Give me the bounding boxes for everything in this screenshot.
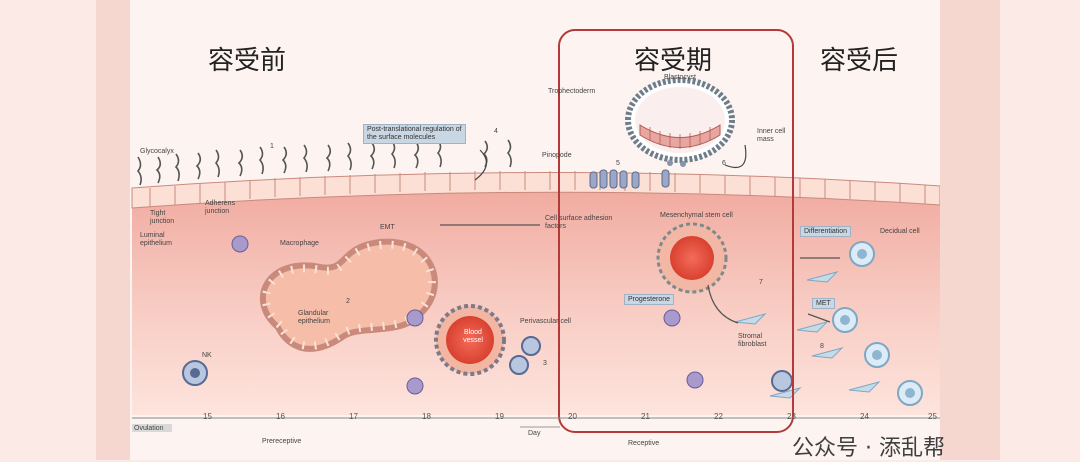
receptive-window-highlight (558, 29, 794, 433)
decidual-nuclei (840, 249, 915, 398)
scissor-arrow (474, 149, 487, 181)
label-nk: NK (202, 352, 212, 359)
stroma (132, 175, 940, 415)
pinopode-protrusions (589, 169, 670, 189)
marker-8: 8 (820, 343, 824, 350)
right-page-margin (940, 0, 1000, 460)
label-cell-surface-adhesion: Cell surface adhesion factors (545, 215, 613, 230)
label-progesterone: Progesterone (624, 294, 675, 305)
marker-2: 2 (346, 298, 350, 305)
tick-21: 21 (641, 412, 650, 421)
epithelium-cell-borders (149, 171, 926, 207)
marker-1: 1 (270, 143, 274, 150)
tick-22: 22 (714, 412, 723, 421)
tick-20: 20 (568, 412, 577, 421)
tick-19: 19 (495, 412, 504, 421)
label-receptive: Receptive (628, 440, 660, 447)
label-luminal-epithelium: Luminal epithelium (140, 232, 172, 247)
label-met: MET (812, 298, 835, 309)
tick-23: 23 (787, 412, 796, 421)
label-pinopode: Pinopode (542, 152, 572, 159)
ovulation-bar (132, 424, 172, 432)
label-glandular-epithelium: Glandular epithelium (298, 310, 330, 325)
mesenchymal-nucleus (670, 236, 714, 280)
header-post-receptive: 容受后 (820, 46, 899, 76)
glycocalyx-strands (136, 139, 512, 186)
label-stromal-fibroblast: Stromal fibroblast (738, 333, 767, 348)
tick-18: 18 (422, 412, 431, 421)
marker-3: 3 (543, 360, 547, 367)
label-adherens-junction: Adherens junction (205, 200, 235, 215)
blood-vessel-lumen (446, 316, 494, 364)
left-page-margin (96, 0, 130, 460)
tick-17: 17 (349, 412, 358, 421)
marker-4: 4 (494, 128, 498, 135)
tick-25: 25 (928, 412, 937, 421)
watermark-text: 公众号 · 添乱帮 (792, 436, 945, 461)
marker-6: 6 (722, 160, 726, 167)
label-ovulation: Ovulation (134, 425, 164, 432)
gland-cell-pattern (261, 240, 436, 350)
marker-7: 7 (759, 279, 763, 286)
process-arrows (440, 224, 840, 324)
label-tight-junction: Tight junction (150, 210, 175, 225)
label-day: Day (528, 430, 541, 437)
header-pre-receptive: 容受前 (208, 46, 287, 76)
label-post-translational: Post-translational regulation of the sur… (363, 124, 466, 144)
label-mesenchymal-stem-cell: Mesenchymal stem cell (660, 212, 733, 219)
label-glycocalyx: Glycocalyx (140, 148, 174, 155)
tick-15: 15 (203, 412, 212, 421)
label-trophectoderm: Trophectoderm (548, 88, 596, 95)
marker-5: 5 (616, 160, 620, 167)
label-perivascular-cell: Perivascular cell (520, 318, 571, 325)
label-blastocyst: Blastocyst (664, 74, 696, 81)
label-prereceptive: Prereceptive (262, 438, 302, 445)
header-receptive: 容受期 (634, 46, 713, 76)
recycle-arrow (724, 144, 747, 169)
blastocyst-illustration (625, 77, 735, 167)
tick-16: 16 (276, 412, 285, 421)
label-emt: EMT (380, 224, 395, 231)
label-differentiation: Differentiation (800, 226, 852, 237)
stromal-fibroblasts (734, 271, 881, 399)
label-inner-cell-mass: Inner cell mass (757, 128, 786, 143)
tick-24: 24 (860, 412, 869, 421)
label-macrophage: Macrophage (280, 240, 319, 247)
label-blood-vessel: Blood vessel (463, 329, 483, 344)
label-decidual-cell: Decidual cell (880, 228, 920, 235)
